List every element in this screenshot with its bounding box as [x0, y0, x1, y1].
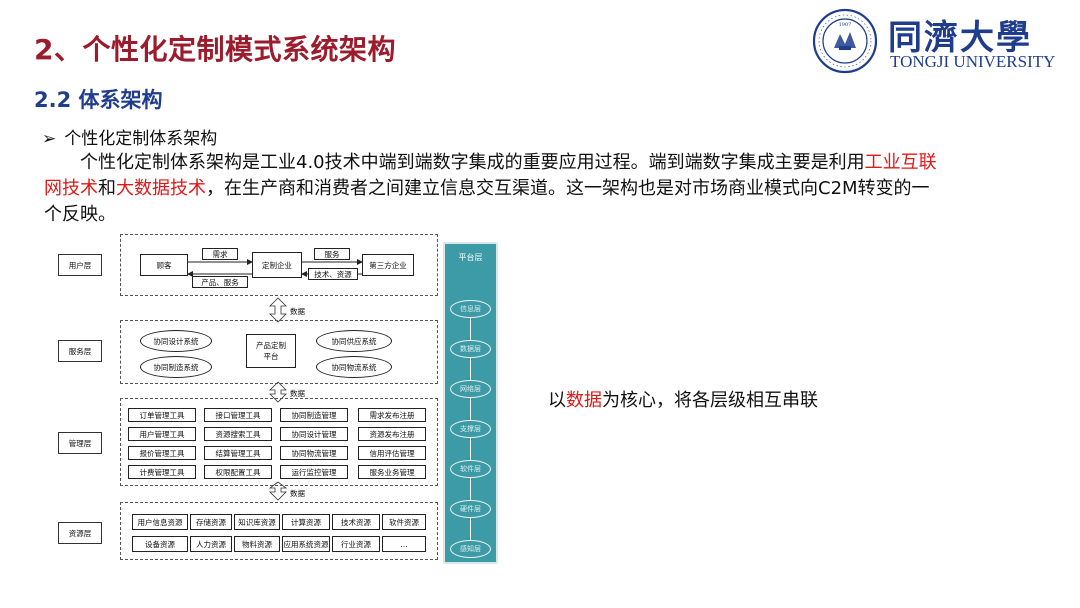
- data-label-1: 数据: [290, 307, 305, 316]
- resource-cell: 物料资源: [234, 536, 280, 552]
- resource-cell: 软件资源: [382, 514, 426, 530]
- slide-title: 2、个性化定制模式系统架构: [34, 33, 396, 66]
- management-tool-cell: 资源搜索工具: [204, 427, 272, 441]
- body-paragraph: 个性化定制体系架构是工业4.0技术中端到端数字集成的重要应用过程。端到端数字集成…: [44, 150, 944, 228]
- collab-supply-oval: 协同供应系统: [316, 330, 392, 352]
- management-tool-cell: 接口管理工具: [204, 408, 272, 422]
- resource-cell: 行业资源: [332, 536, 380, 552]
- demand-tag: 需求: [202, 248, 238, 260]
- caption-before: 以: [548, 390, 566, 411]
- collab-logistics-oval: 协同物流系统: [316, 356, 392, 378]
- tech-resource-tag: 技术、资源: [308, 268, 358, 280]
- university-logo: 1907 同濟大學 TONGJI UNIVERSITY: [804, 8, 1072, 74]
- highlight-industrial-internet: 工业互联网技术: [44, 152, 937, 199]
- logo-name-en: TONGJI UNIVERSITY: [890, 52, 1056, 71]
- layer-label-user: 用户层: [58, 254, 102, 276]
- management-tool-cell: 订单管理工具: [128, 408, 196, 422]
- management-tool-cell: 协同设计管理: [280, 427, 348, 441]
- platform-layer: 平台层 信息层数据层网络层支撑层软件层硬件层感知层: [443, 242, 498, 564]
- data-label-2: 数据: [290, 389, 305, 398]
- architecture-diagram: 用户层 服务层 管理层 资源层 顾客 需求 产品、服务 定制企业 服务 技术、资…: [52, 226, 502, 568]
- service-tag: 服务: [314, 248, 350, 260]
- resource-cell: 知识库资源: [234, 514, 280, 530]
- management-tool-cell: 协同制造管理: [280, 408, 348, 422]
- service-layer-frame: [120, 320, 438, 384]
- university-seal-icon: 1907: [812, 8, 878, 74]
- caption-highlight-data: 数据: [566, 390, 602, 411]
- platform-node: 信息层: [450, 300, 491, 318]
- user-layer-frame: [120, 234, 438, 296]
- product-platform-label: 产品定制平台: [256, 341, 286, 361]
- management-tool-cell: 信用评估管理: [358, 446, 426, 460]
- product-platform-box: 产品定制平台: [246, 334, 296, 368]
- collab-manufacturing-oval: 协同制造系统: [140, 356, 212, 378]
- products-tag: 产品、服务: [192, 276, 248, 288]
- resource-cell: 用户信息资源: [132, 514, 188, 530]
- paragraph-part3: ，在生产商和消费者之间建立信息交互渠道。这一架构也是对市场商业模式向C2M转变的…: [44, 178, 930, 225]
- management-tool-cell: 计费管理工具: [128, 465, 196, 479]
- collab-design-oval: 协同设计系统: [140, 330, 212, 352]
- diagram-connectors: [187, 259, 363, 501]
- caption-after: 为核心，将各层级相互串联: [602, 390, 818, 411]
- resource-cell: 应用系统资源: [282, 536, 330, 552]
- logo-name-cn: 同濟大學: [888, 18, 1032, 58]
- management-tool-cell: 报价管理工具: [128, 446, 196, 460]
- bullet-text: 个性化定制体系架构: [64, 129, 218, 149]
- management-tool-cell: 资源发布注册: [358, 427, 426, 441]
- highlight-big-data: 大数据技术: [116, 178, 206, 199]
- platform-node: 软件层: [450, 460, 491, 478]
- resource-cell: 设备资源: [132, 536, 188, 552]
- management-tool-cell: 结算管理工具: [204, 446, 272, 460]
- customer-box: 顾客: [140, 254, 188, 276]
- management-layer-frame: [120, 398, 438, 486]
- platform-node: 感知层: [450, 540, 491, 558]
- data-label-3: 数据: [290, 489, 305, 498]
- bullet-item: ➢ 个性化定制体系架构: [42, 124, 217, 149]
- layer-label-service: 服务层: [58, 340, 102, 362]
- resource-cell: 技术资源: [332, 514, 380, 530]
- third-party-box: 第三方企业: [362, 254, 414, 276]
- paragraph-part1: 个性化定制体系架构是工业4.0技术中端到端数字集成的重要应用过程。端到端数字集成…: [80, 152, 865, 173]
- resource-cell: 计算资源: [282, 514, 330, 530]
- platform-node: 支撑层: [450, 420, 491, 438]
- diagram-caption: 以数据为核心，将各层级相互串联: [548, 386, 818, 412]
- custom-enterprise-box: 定制企业: [252, 252, 302, 278]
- resource-cell: 存储资源: [190, 514, 232, 530]
- resource-cell: 人力资源: [190, 536, 232, 552]
- management-tool-cell: 需求发布注册: [358, 408, 426, 422]
- platform-layer-label: 平台层: [458, 253, 483, 262]
- svg-text:1907: 1907: [839, 22, 852, 28]
- platform-node: 网络层: [450, 380, 491, 398]
- layer-label-management: 管理层: [58, 432, 102, 454]
- layer-label-resource: 资源层: [58, 522, 102, 544]
- management-tool-cell: 协同物流管理: [280, 446, 348, 460]
- management-tool-cell: 运行监控管理: [280, 465, 348, 479]
- management-tool-cell: 权限配置工具: [204, 465, 272, 479]
- platform-node: 硬件层: [450, 500, 491, 518]
- resource-layer-frame: [120, 502, 438, 560]
- platform-node: 数据层: [450, 340, 491, 358]
- arrow-bullet-icon: ➢: [42, 129, 57, 149]
- resource-cell: …: [382, 536, 426, 552]
- paragraph-part2: 和: [98, 178, 116, 199]
- slide-subtitle: 2.2 体系架构: [34, 88, 163, 112]
- management-tool-cell: 服务业务管理: [358, 465, 426, 479]
- management-tool-cell: 用户管理工具: [128, 427, 196, 441]
